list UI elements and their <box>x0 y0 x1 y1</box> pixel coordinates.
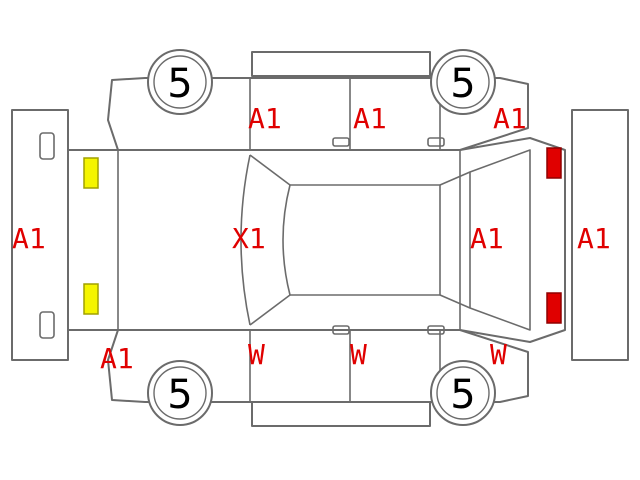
wheel-front-left-number: 5 <box>167 61 192 107</box>
label-hood: X1 <box>232 222 266 255</box>
front-lamp-bottom <box>83 283 99 315</box>
label-front-bumper: A1 <box>12 222 46 255</box>
wheel-front-right-number: 5 <box>167 372 192 418</box>
label-bottom-rear-door: W <box>350 338 367 371</box>
wheel-front-left: 5 <box>147 49 213 115</box>
wheel-rear-right: 5 <box>430 360 496 426</box>
label-bottom-rear-fender: W <box>490 338 507 371</box>
label-roof: A1 <box>470 222 504 255</box>
front-lamp-top <box>83 157 99 189</box>
rear-lamp-top <box>546 147 562 179</box>
label-top-front-door: A1 <box>353 102 387 135</box>
label-top-rear-door: A1 <box>493 102 527 135</box>
wheel-rear-right-number: 5 <box>450 372 475 418</box>
front-bumper <box>11 109 69 361</box>
wheel-front-right: 5 <box>147 360 213 426</box>
rear-bumper <box>571 109 629 361</box>
label-top-front-fender: A1 <box>248 102 282 135</box>
wheel-rear-left: 5 <box>430 49 496 115</box>
label-bottom-front-door: W <box>248 338 265 371</box>
wheel-rear-left-number: 5 <box>450 61 475 107</box>
label-bottom-front-fender: A1 <box>100 342 134 375</box>
rear-lamp-bottom <box>546 292 562 324</box>
label-rear-bumper: A1 <box>577 222 611 255</box>
car-body-top-view <box>67 137 566 343</box>
